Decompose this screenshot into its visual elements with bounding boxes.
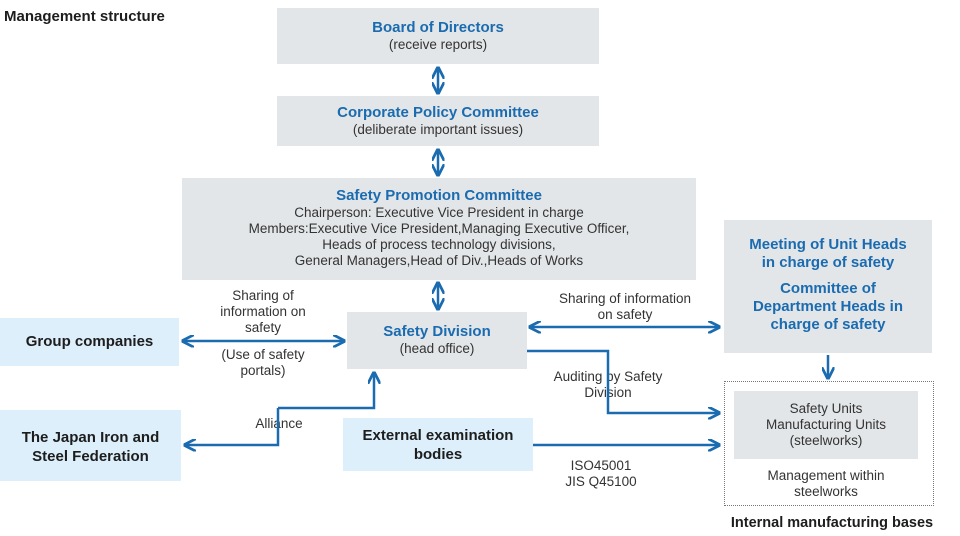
external-title-1: External examination <box>362 427 514 444</box>
committee-title-2: Department Heads in <box>752 298 904 315</box>
jisf-box: The Japan Iron and Steel Federation <box>0 410 181 481</box>
portals-1: (Use of safety <box>221 347 305 362</box>
safety-division-title: Safety Division <box>383 323 491 340</box>
jisf-title-2: Steel Federation <box>32 448 149 465</box>
safety-division-sub: (head office) <box>399 341 475 356</box>
promotion-line-3: Heads of process technology divisions, <box>322 237 556 252</box>
sharing-left-1: Sharing of <box>232 288 294 303</box>
iso-1: ISO45001 <box>570 458 632 473</box>
committee-title-1: Committee of <box>780 280 876 297</box>
external-title-2: bodies <box>413 446 463 463</box>
promotion-title: Safety Promotion Committee <box>336 187 542 204</box>
safety-units-box: Safety Units Manufacturing Units (steelw… <box>734 391 918 459</box>
committee-title-3: charge of safety <box>770 316 886 333</box>
unit-heads-title-1: Meeting of Unit Heads <box>749 236 907 253</box>
policy-sub: (deliberate important issues) <box>352 122 524 137</box>
safety-units-line-1: Safety Units <box>789 401 863 416</box>
page-title: Management structure <box>4 8 165 25</box>
sharing-left-3: safety <box>244 320 282 335</box>
management-line-1: Management within <box>767 468 885 483</box>
internal-bases-container <box>724 381 934 506</box>
external-examination-box: External examination bodies <box>343 418 533 471</box>
board-of-directors-box: Board of Directors (receive reports) <box>277 8 599 64</box>
label-iso: ISO45001 JIS Q45100 <box>546 458 656 490</box>
jisf-title-1: The Japan Iron and <box>21 429 160 446</box>
portals-2: portals) <box>240 363 286 378</box>
safety-units-line-2: Manufacturing Units <box>765 417 887 432</box>
arrow-alliance-division <box>278 374 374 410</box>
safety-division-box: Safety Division (head office) <box>347 312 527 369</box>
arrow-auditing <box>527 349 718 413</box>
label-sharing-right: Sharing of information on safety <box>532 291 718 323</box>
sharing-right-2: on safety <box>597 307 653 322</box>
unit-heads-box: Meeting of Unit Heads in charge of safet… <box>724 220 932 353</box>
management-within-steelworks: Management within steelworks <box>734 468 918 500</box>
sharing-right-1: Sharing of information <box>558 291 692 306</box>
internal-bases-caption: Internal manufacturing bases <box>730 515 934 531</box>
policy-title: Corporate Policy Committee <box>337 104 539 121</box>
label-portals: (Use of safety portals) <box>196 347 330 379</box>
board-title: Board of Directors <box>372 19 504 36</box>
iso-2: JIS Q45100 <box>565 474 637 489</box>
safety-units-line-3: (steelworks) <box>789 433 863 448</box>
board-sub: (receive reports) <box>388 37 488 52</box>
unit-heads-title-2: in charge of safety <box>761 254 895 271</box>
promotion-line-4: General Managers,Head of Div.,Heads of W… <box>294 253 584 268</box>
arrow-alliance-jisf <box>186 408 280 445</box>
group-companies-title: Group companies <box>25 333 154 350</box>
corporate-policy-committee-box: Corporate Policy Committee (deliberate i… <box>277 96 599 146</box>
safety-promotion-committee-box: Safety Promotion Committee Chairperson: … <box>182 178 696 280</box>
label-sharing-left: Sharing of information on safety <box>196 288 330 336</box>
sharing-left-2: information on <box>220 304 306 319</box>
management-line-2: steelworks <box>794 484 858 499</box>
group-companies-box: Group companies <box>0 318 179 366</box>
promotion-line-1: Chairperson: Executive Vice President in… <box>294 205 584 220</box>
promotion-line-2: Members:Executive Vice President,Managin… <box>248 221 630 236</box>
